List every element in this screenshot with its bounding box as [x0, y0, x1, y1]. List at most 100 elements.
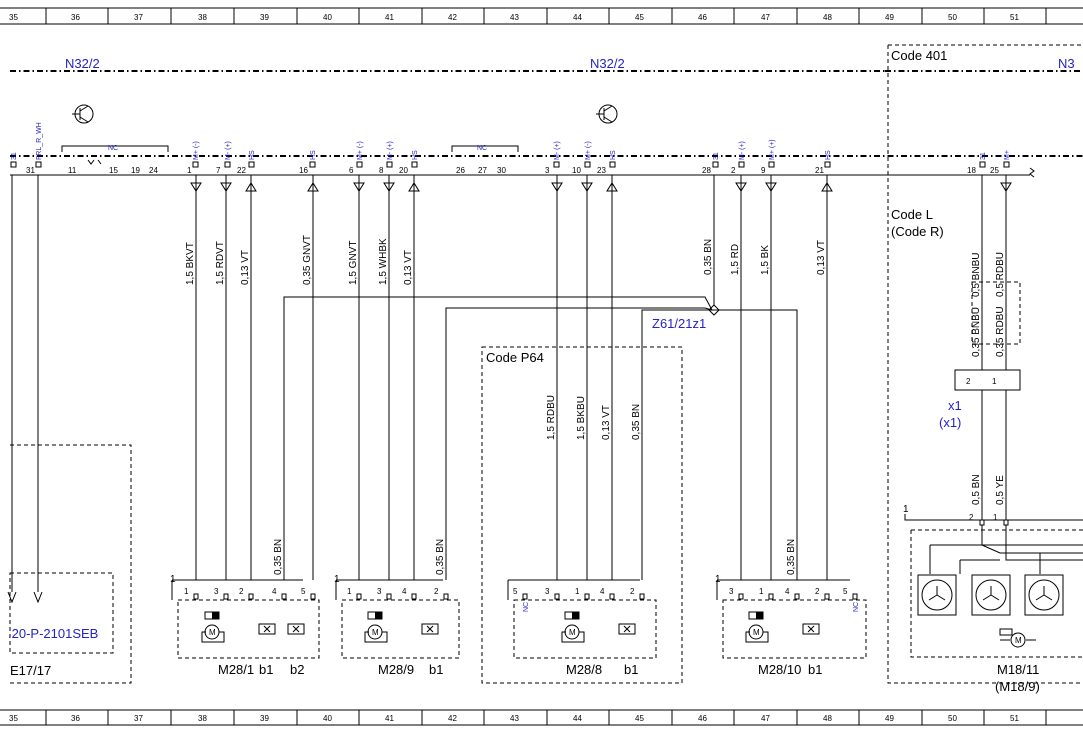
- pin-socket: [1003, 519, 1009, 526]
- sensor-icon: [258, 623, 276, 635]
- component-box: [722, 599, 867, 659]
- grid-label: 37: [134, 714, 143, 723]
- pin-socket: [223, 593, 229, 600]
- connector-pin-name: HS: [310, 150, 317, 160]
- connector-break-icon: [1029, 167, 1035, 178]
- pin-socket: [248, 161, 255, 168]
- pin-socket: [248, 593, 254, 600]
- pin-socket: [356, 593, 362, 600]
- wire-label: 0,13 VT: [601, 405, 612, 440]
- sensor-icon: [802, 623, 820, 635]
- grid-label: 42: [448, 714, 457, 723]
- fan-icon: [917, 574, 957, 616]
- ref-doc-link[interactable]: .20-P-2101SEB: [8, 626, 98, 641]
- connector-pin-name: M- (+): [387, 141, 394, 160]
- connector-pin-name: 31: [713, 152, 720, 160]
- component-pin-number: 5: [301, 587, 306, 596]
- wire-label: 1,5 WHBK: [378, 238, 389, 285]
- sensor-cross: [426, 625, 434, 633]
- component-pin-number: 5: [513, 587, 518, 596]
- connector-pin-number: 19: [131, 166, 140, 175]
- wire-label: 1,5 RDBU: [546, 395, 557, 440]
- wire-label: 1,5 GNVT: [348, 241, 359, 285]
- component-pin-number: 2: [630, 587, 635, 596]
- pin-socket: [584, 593, 590, 600]
- connector-pin-number: 15: [109, 166, 118, 175]
- motor-letter: M: [569, 628, 576, 637]
- motor-wiring: [364, 631, 388, 643]
- arrow-down-icon: [383, 182, 395, 192]
- arrow-down-icon: [581, 182, 593, 192]
- code-l-label: Code L: [891, 207, 933, 222]
- connector-pin-number: 25: [990, 166, 999, 175]
- component-box: [910, 529, 1083, 658]
- component-name: M28/8: [566, 662, 602, 677]
- module-label-right: N3: [1058, 56, 1075, 71]
- grid-label: 40: [323, 714, 332, 723]
- grid-label: 43: [510, 714, 519, 723]
- pin-socket: [609, 593, 615, 600]
- connector-pin-number: 22: [237, 166, 246, 175]
- fan-wiring: [929, 525, 1083, 574]
- grid-label: 50: [948, 13, 957, 22]
- grid-label: 36: [71, 714, 80, 723]
- pin-socket: [1003, 161, 1010, 168]
- pin-socket: [979, 161, 986, 168]
- component-name: M28/9: [378, 662, 414, 677]
- component-pin-number: 3: [214, 587, 219, 596]
- component-number: 1: [903, 504, 909, 515]
- sensor-icon: [618, 623, 636, 635]
- connector-pin-name: 31: [11, 152, 18, 160]
- code-p64-box: [481, 346, 683, 684]
- component-box: [513, 599, 657, 659]
- pin-socket: [979, 519, 985, 526]
- motor-letter: M: [209, 628, 216, 637]
- grid-label: 44: [573, 714, 582, 723]
- grid-ruler-bottom: [0, 709, 1083, 726]
- connector-pin-name: FRL_R_WH: [36, 122, 43, 160]
- component-sub: b1: [259, 662, 273, 677]
- connector-pin-number: 9: [761, 166, 766, 175]
- fan-blades: [1035, 586, 1053, 601]
- wire-label: 0,35 BN: [631, 404, 642, 440]
- splice-node-icon: [708, 304, 720, 316]
- arrow-up-icon: [821, 182, 833, 192]
- grid-label: 48: [823, 13, 832, 22]
- connector-pin-number: 18: [967, 166, 976, 175]
- pin-socket: [386, 161, 393, 168]
- pin-socket: [224, 161, 231, 168]
- component-box: [341, 599, 460, 659]
- grid-label: 41: [385, 13, 394, 22]
- fan-blades: [928, 586, 946, 601]
- component-alt-name: (M18/9): [995, 679, 1040, 694]
- pin-socket: [824, 161, 831, 168]
- grid-label: 37: [134, 13, 143, 22]
- pin-socket: [584, 161, 591, 168]
- connector-pin-number: 27: [478, 166, 487, 175]
- fan-rotor: [975, 579, 1007, 611]
- grid-label: 38: [198, 13, 207, 22]
- component-pin-number: 4: [402, 587, 407, 596]
- connector-pin-number: 16: [299, 166, 308, 175]
- motor-wiring: [561, 631, 585, 643]
- wire-label: 0,5 BNBU: [971, 253, 982, 297]
- x1-connector: [954, 369, 1021, 391]
- component-sub: b2: [290, 662, 304, 677]
- connector-pin-number: 1: [187, 166, 192, 175]
- grid-label: 45: [635, 13, 644, 22]
- sensor-icon: [421, 623, 439, 635]
- code-401-label: Code 401: [891, 48, 947, 63]
- pin-socket: [712, 161, 719, 168]
- component-number: 1: [715, 574, 721, 585]
- component-box: [177, 599, 320, 659]
- component-pin-number: 2: [815, 587, 820, 596]
- component-pin-number: 4: [272, 587, 277, 596]
- pin-socket: [281, 593, 287, 600]
- connector-pin-name: M- (+): [739, 141, 746, 160]
- pin-socket: [386, 593, 392, 600]
